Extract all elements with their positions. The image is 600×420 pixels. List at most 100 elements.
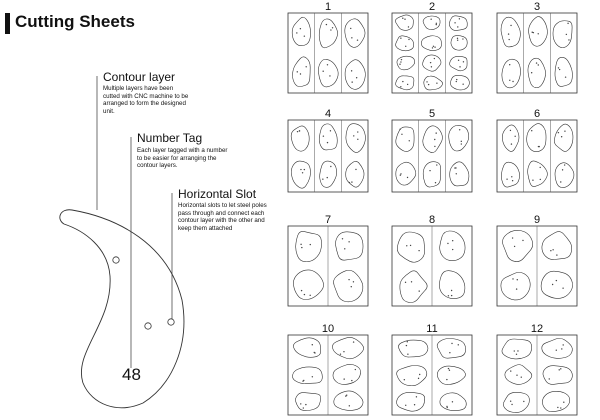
cutting-sheet: [496, 119, 578, 193]
contour-piece: [395, 14, 414, 31]
contour-layer-description: Multiple layers have been cutted with CN…: [103, 85, 189, 115]
slot-dot: [400, 86, 402, 88]
slot-dot: [302, 407, 305, 409]
slot-dot: [462, 38, 464, 40]
slot-dot: [330, 29, 332, 31]
slot-dot: [511, 179, 514, 182]
slot-dot: [400, 61, 402, 63]
slot-dot: [446, 378, 448, 381]
contour-piece: [292, 56, 311, 87]
contour-piece: [422, 54, 442, 72]
slot-dot: [512, 278, 514, 280]
contour-piece: [396, 365, 428, 387]
number-tag-description: Each layer tagged with a number to be ea…: [137, 147, 228, 170]
slot-dot: [418, 249, 420, 252]
slot-dot: [509, 64, 511, 66]
slot-dot: [513, 245, 516, 248]
slot-dot: [451, 248, 454, 251]
slot-dot: [326, 64, 329, 66]
slot-dot: [516, 279, 518, 281]
contour-piece: [291, 16, 311, 47]
slot-dot: [436, 82, 438, 84]
layer-number-tag: 48: [122, 365, 141, 384]
slot-dot: [560, 407, 562, 409]
slot-dot: [462, 61, 465, 63]
slot-dot: [352, 341, 355, 343]
slot-dot: [408, 140, 410, 142]
contour-piece: [554, 56, 573, 87]
slot-dot: [510, 143, 513, 145]
slot-dot: [356, 39, 359, 41]
slot-dot: [532, 31, 535, 34]
slot-dot: [326, 141, 329, 144]
contour-piece: [318, 58, 339, 88]
slot-dot: [402, 80, 404, 83]
slot-dot: [298, 130, 301, 132]
cutting-sheet: [496, 334, 578, 416]
contour-piece: [319, 160, 337, 188]
contour-piece: [439, 230, 466, 262]
slot-dot: [300, 403, 302, 405]
slot-dot: [322, 70, 324, 72]
slot-dot: [303, 293, 306, 296]
slot-dot: [406, 341, 408, 343]
slot-dot: [447, 367, 450, 370]
cutting-sheet: [496, 225, 578, 307]
slot-dot: [300, 168, 302, 171]
slot-dot: [402, 17, 404, 19]
contour-piece: [502, 124, 520, 152]
sheet-number: 5: [428, 108, 436, 120]
slot-dot: [436, 164, 438, 166]
contour-piece: [449, 56, 468, 72]
slot-dot: [406, 245, 408, 247]
slot-dot: [517, 350, 519, 352]
slot-dot: [434, 138, 436, 141]
contour-piece: [423, 75, 443, 91]
slot-dot: [458, 129, 461, 131]
slot-dot: [450, 294, 453, 297]
contour-piece: [332, 337, 364, 360]
slot-dot: [562, 287, 564, 289]
slot-dot: [447, 242, 449, 245]
slot-dot: [565, 33, 568, 36]
cutting-sheet: [391, 334, 473, 416]
contour-piece: [420, 35, 442, 51]
slot-dot: [348, 241, 350, 243]
sheet-number: 4: [324, 108, 332, 120]
slot-hole: [112, 256, 120, 264]
contour-piece: [293, 337, 321, 358]
contour-piece: [554, 162, 575, 188]
slot-dot: [299, 73, 302, 75]
contour-piece: [335, 231, 364, 261]
slot-dot: [531, 31, 533, 33]
slot-dot: [506, 178, 508, 180]
slot-dot: [351, 81, 353, 83]
contour-piece: [540, 270, 573, 299]
slot-dot: [427, 83, 430, 86]
slot-dot: [511, 403, 513, 406]
sheet-number: 3: [533, 1, 541, 13]
slot-dot: [331, 27, 334, 29]
contour-piece: [554, 123, 574, 152]
contour-piece: [503, 392, 530, 413]
contour-piece: [422, 161, 442, 188]
slot-dot: [516, 374, 518, 376]
slot-dot: [451, 401, 454, 403]
slot-dot: [511, 176, 513, 178]
contour-piece: [501, 58, 521, 89]
slot-dot: [355, 168, 357, 171]
contour-piece: [345, 160, 365, 188]
slot-dot: [350, 70, 353, 72]
slot-dot: [555, 349, 557, 351]
slot-dot: [446, 405, 448, 408]
slot-dot: [450, 289, 453, 292]
cutting-sheet: [287, 12, 369, 94]
slot-dot: [532, 179, 534, 181]
slot-dot: [413, 404, 416, 406]
slot-dot: [409, 244, 412, 247]
slot-dot: [300, 243, 302, 246]
sheet-number: 12: [530, 323, 544, 335]
slot-dot: [408, 38, 410, 41]
slot-dot: [560, 181, 562, 183]
slot-dot: [539, 178, 541, 181]
